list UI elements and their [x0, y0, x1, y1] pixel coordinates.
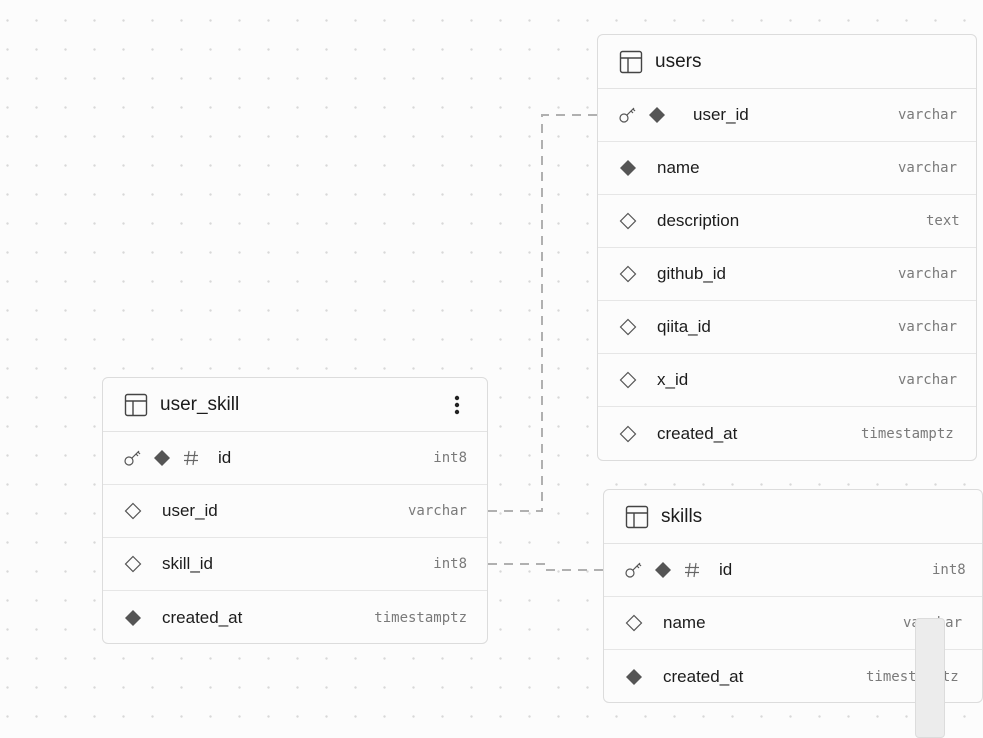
column-row-id[interactable]: id int8	[103, 432, 487, 485]
hash-icon	[181, 448, 201, 468]
column-name: skill_id	[162, 554, 214, 573]
column-name: github_id	[657, 264, 727, 283]
table-node-user-skill[interactable]: user_skill	[102, 377, 488, 644]
column-name: created_at	[162, 607, 243, 627]
diamond-outline-icon	[123, 554, 143, 574]
column-name: name	[657, 158, 700, 177]
table-title: user_skill	[160, 393, 240, 415]
column-name: id	[218, 448, 232, 467]
table-title: users	[655, 50, 702, 72]
relation-line-skill-id	[488, 563, 603, 571]
column-row-user-id[interactable]: user_id varchar	[598, 89, 976, 142]
table-title: skills	[661, 505, 703, 527]
diamond-filled-icon	[647, 105, 667, 125]
diamond-outline-icon	[618, 211, 638, 231]
table-icon	[124, 393, 148, 417]
column-name: x_id	[657, 370, 689, 389]
column-name: created_at	[657, 423, 738, 443]
diamond-filled-icon	[618, 158, 638, 178]
diamond-outline-icon	[618, 370, 638, 390]
column-type: varchar	[898, 107, 958, 123]
key-icon	[123, 448, 143, 468]
hash-icon	[682, 560, 702, 580]
column-row-created-at[interactable]: created_at timestamptz	[598, 407, 976, 460]
diamond-outline-icon	[123, 501, 143, 521]
diamond-filled-icon	[123, 608, 143, 628]
column-type: varchar	[898, 319, 958, 335]
column-name: user_id	[693, 105, 749, 124]
column-row-id[interactable]: id int8	[604, 544, 982, 597]
column-row-description[interactable]: description text	[598, 195, 976, 248]
column-name: user_id	[162, 501, 218, 520]
column-type: varchar	[898, 372, 958, 388]
table-header[interactable]: user_skill	[103, 378, 487, 432]
overlay-panel-edge[interactable]	[915, 618, 945, 738]
diamond-outline-icon	[624, 613, 644, 633]
column-name: name	[663, 613, 706, 632]
key-icon	[624, 560, 644, 580]
column-row-github-id[interactable]: github_id varchar	[598, 248, 976, 301]
more-vertical-icon[interactable]	[447, 393, 467, 417]
diamond-outline-icon	[618, 317, 638, 337]
column-type: varchar	[898, 160, 958, 176]
column-type: int8	[433, 556, 467, 572]
table-node-users[interactable]: users user_id varchar name	[597, 34, 977, 461]
column-name: id	[719, 560, 733, 579]
column-type: text	[926, 213, 960, 229]
diamond-outline-icon	[618, 264, 638, 284]
table-header[interactable]: skills	[604, 490, 982, 544]
column-type: int8	[932, 562, 966, 578]
column-row-x-id[interactable]: x_id varchar	[598, 354, 976, 407]
column-name: created_at	[663, 666, 744, 686]
column-type: varchar	[898, 266, 958, 282]
diamond-filled-icon	[152, 448, 172, 468]
diamond-outline-icon	[618, 424, 638, 444]
column-name: description	[657, 211, 740, 230]
column-type: varchar	[407, 503, 467, 519]
column-type: timestamptz	[374, 609, 467, 626]
diamond-filled-icon	[624, 667, 644, 687]
table-header[interactable]: users	[598, 35, 976, 89]
column-row-skill-id[interactable]: skill_id int8	[103, 538, 487, 591]
column-row-name[interactable]: name varchar	[598, 142, 976, 195]
column-row-created-at[interactable]: created_at timestamptz	[103, 591, 487, 644]
table-icon	[619, 50, 643, 74]
column-row-qiita-id[interactable]: qiita_id varchar	[598, 301, 976, 354]
key-icon	[618, 105, 638, 125]
column-name: qiita_id	[657, 317, 711, 336]
column-type: timestamptz	[861, 425, 954, 442]
column-type: int8	[433, 450, 467, 466]
table-icon	[625, 505, 649, 529]
column-row-user-id[interactable]: user_id varchar	[103, 485, 487, 538]
diamond-filled-icon	[653, 560, 673, 580]
relation-line-user-id	[488, 114, 597, 512]
